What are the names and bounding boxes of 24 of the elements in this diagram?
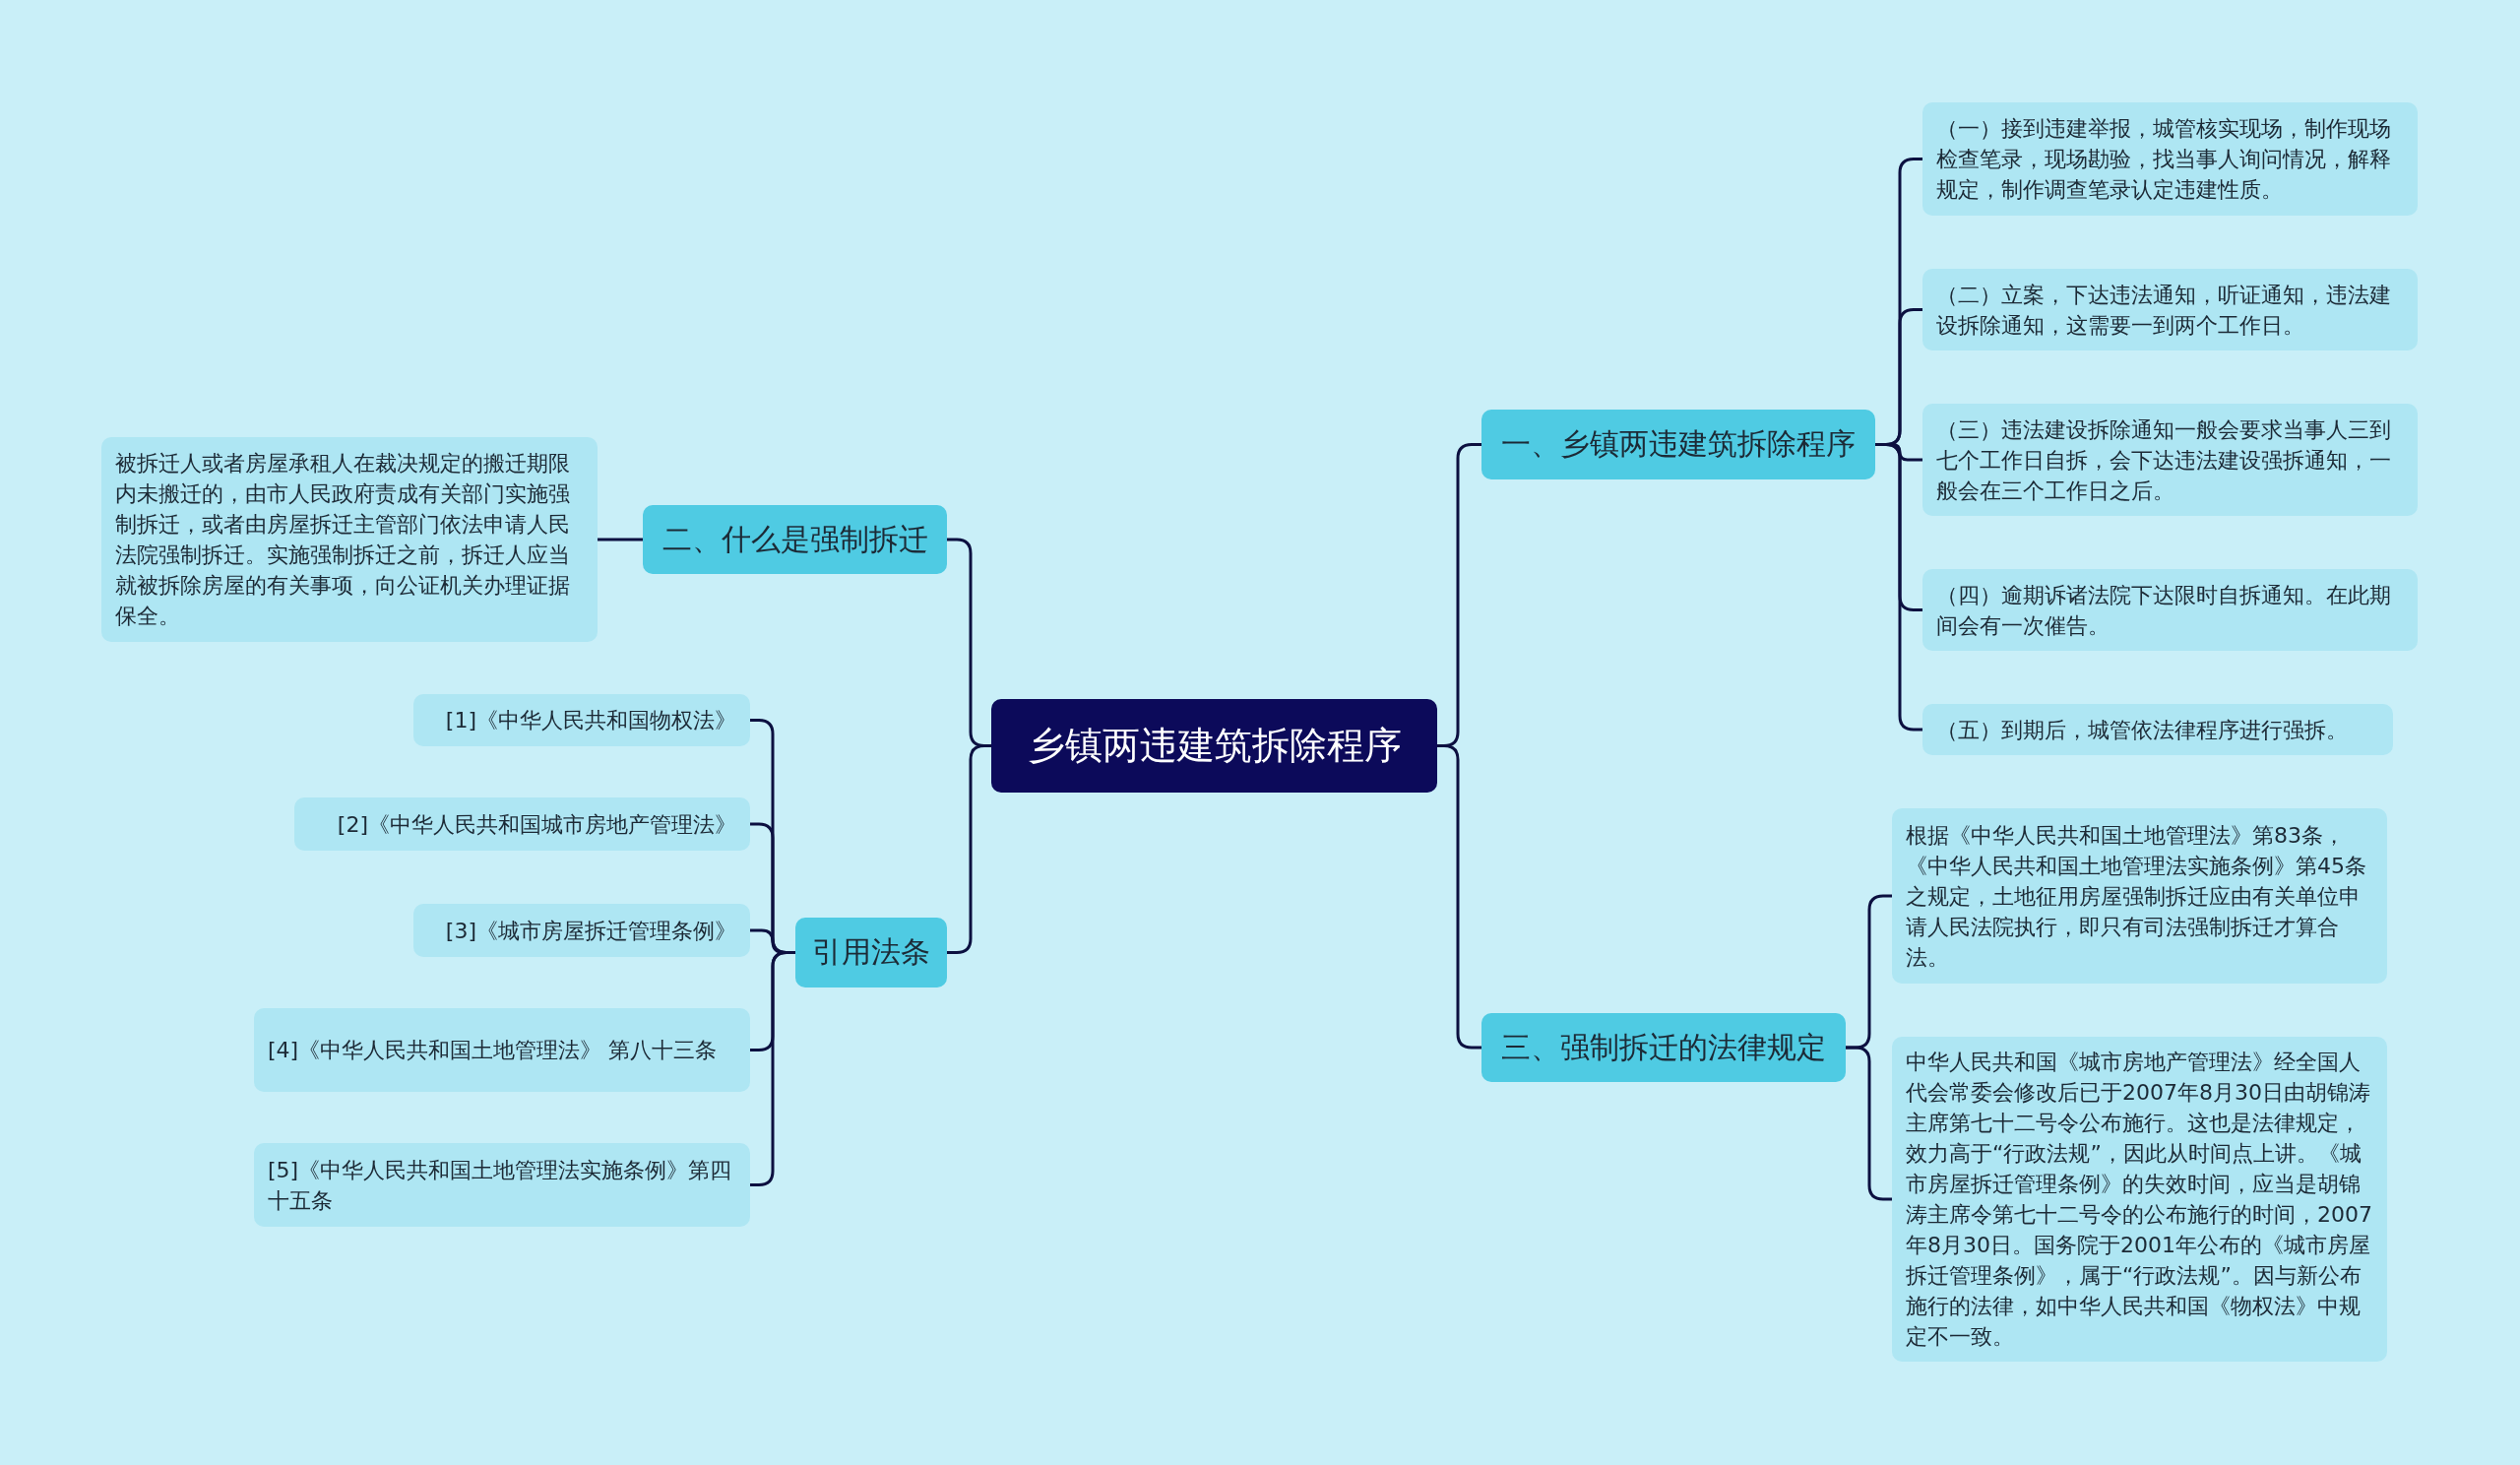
detail-box: 根据《中华人民共和国土地管理法》第83条，《中华人民共和国土地管理法实施条例》第45条之规定，土地征用房屋强制拆迁应由有关单位申请人民法院执行，即只有司法强制拆迁才算合法。 bbox=[1892, 808, 2387, 984]
connector-line bbox=[1875, 443, 1922, 732]
connector-line bbox=[1846, 1046, 1892, 1201]
detail-box: 被拆迁人或者房屋承租人在裁决规定的搬迁期限内未搬迁的，由市人民政府责成有关部门实施强制拆迁，或者由房屋拆迁主管部门依法申请人民法院强制拆迁。实施强制拆迁之前，拆迁人应当就被拆除房屋的有关事项，向公证机关办理证据保全。 bbox=[101, 437, 598, 642]
detail-box: [3]《城市房屋拆迁管理条例》 bbox=[413, 904, 750, 957]
branch-topic-box: 二、什么是强制拆迁 bbox=[643, 505, 947, 574]
branch-topic-box: 三、强制拆迁的法律规定 bbox=[1481, 1013, 1846, 1082]
root-topic-box: 乡镇两违建筑拆除程序 bbox=[991, 699, 1437, 793]
detail-box: （二）立案，下达违法通知，听证通知，违法建设拆除通知，这需要一到两个工作日。 bbox=[1922, 269, 2418, 350]
detail-box: 中华人民共和国《城市房地产管理法》经全国人代会常委会修改后已于2007年8月30日由胡锦涛主席第七十二号令公布施行。这也是法律规定，效力高于“行政法规”，因此从时间点上讲。《城市房屋拆迁管理条例》的失效时间，应当是胡锦涛主席令第七十二号令的公布施行的时间，2007年8月30日。国务院于2001年公布的《城市房屋拆迁管理条例》，属于“行政法规”。因与新公布施行的法律，如中华人民共和国《物权法》中规定不一致。 bbox=[1892, 1037, 2387, 1362]
detail-box: （四）逾期诉诸法院下达限时自拆通知。在此期间会有一次催告。 bbox=[1922, 569, 2418, 651]
connector-line bbox=[947, 744, 991, 954]
detail-box: [2]《中华人民共和国城市房地产管理法》 bbox=[294, 797, 750, 851]
detail-box: （一）接到违建举报，城管核实现场，制作现场检查笔录，现场勘验，找当事人询问情况，解释规定，制作调查笔录认定违建性质。 bbox=[1922, 102, 2418, 216]
detail-box: [4]《中华人民共和国土地管理法》 第八十三条 bbox=[254, 1008, 750, 1092]
connector-line bbox=[1437, 744, 1481, 1050]
branch-topic-box: 一、乡镇两违建筑拆除程序 bbox=[1481, 410, 1875, 479]
connector-line bbox=[750, 951, 795, 1186]
connector-line bbox=[598, 538, 643, 541]
branch-topic-box: 引用法条 bbox=[795, 918, 947, 987]
detail-box: （五）到期后，城管依法律程序进行强拆。 bbox=[1922, 704, 2393, 755]
detail-box: [1]《中华人民共和国物权法》 bbox=[413, 694, 750, 746]
detail-box: （三）违法建设拆除通知一般会要求当事人三到七个工作日自拆，会下达违法建设强拆通知，一般会在三个工作日之后。 bbox=[1922, 404, 2418, 516]
detail-box: [5]《中华人民共和国土地管理法实施条例》第四十五条 bbox=[254, 1143, 750, 1227]
